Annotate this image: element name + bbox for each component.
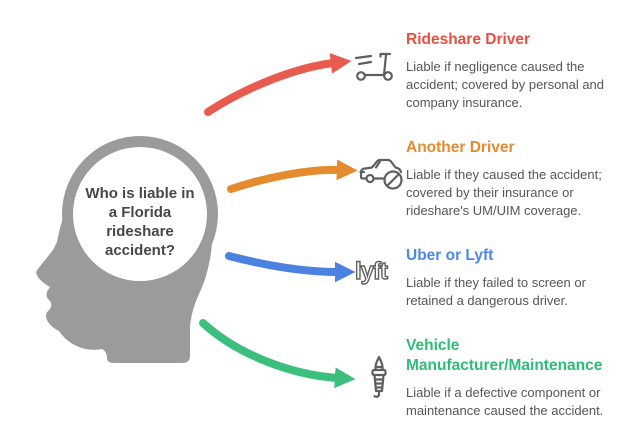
section-another-driver: Another Driver Liable if they caused the… [406, 138, 628, 220]
section-rideshare-driver: Rideshare Driver Liable if negligence ca… [406, 30, 628, 112]
spark-plug-icon [364, 354, 394, 402]
arrow-to-uber-lyft [225, 252, 356, 283]
section-title: Vehicle Manufacturer/Maintenance [406, 337, 603, 374]
arrow-to-another-driver [227, 159, 358, 193]
section-vehicle-manufacturer: Vehicle Manufacturer/Maintenance Liable … [406, 336, 628, 420]
question-line: a Florida [108, 204, 172, 221]
arrow-to-rideshare-driver [204, 53, 352, 116]
section-title: Another Driver [406, 139, 515, 156]
question-line: accident? [104, 242, 176, 259]
lyft-logo-text: lyft [355, 258, 388, 285]
section-uber-or-lyft: Uber or Lyft Liable if they failed to sc… [406, 246, 628, 310]
central-question: Who is liable in a Florida rideshare acc… [70, 184, 210, 260]
question-line: Who is liable in [85, 185, 195, 202]
arrows-group [199, 53, 358, 389]
section-title: Rideshare Driver [406, 31, 531, 48]
section-title: Uber or Lyft [406, 247, 494, 264]
question-line: rideshare [106, 223, 174, 240]
arrow-to-manufacturer [199, 319, 356, 389]
section-description: Liable if they failed to screen or retai… [406, 275, 586, 308]
scooter-icon [352, 46, 398, 84]
car-prohibited-icon [358, 152, 406, 194]
section-description: Liable if negligence caused the accident… [406, 59, 605, 110]
section-description: Liable if they caused the accident; cove… [406, 167, 602, 218]
lyft-logo-icon: lyft [352, 254, 398, 288]
thought-circle [73, 147, 207, 281]
section-description: Liable if a defective component or maint… [406, 385, 604, 418]
